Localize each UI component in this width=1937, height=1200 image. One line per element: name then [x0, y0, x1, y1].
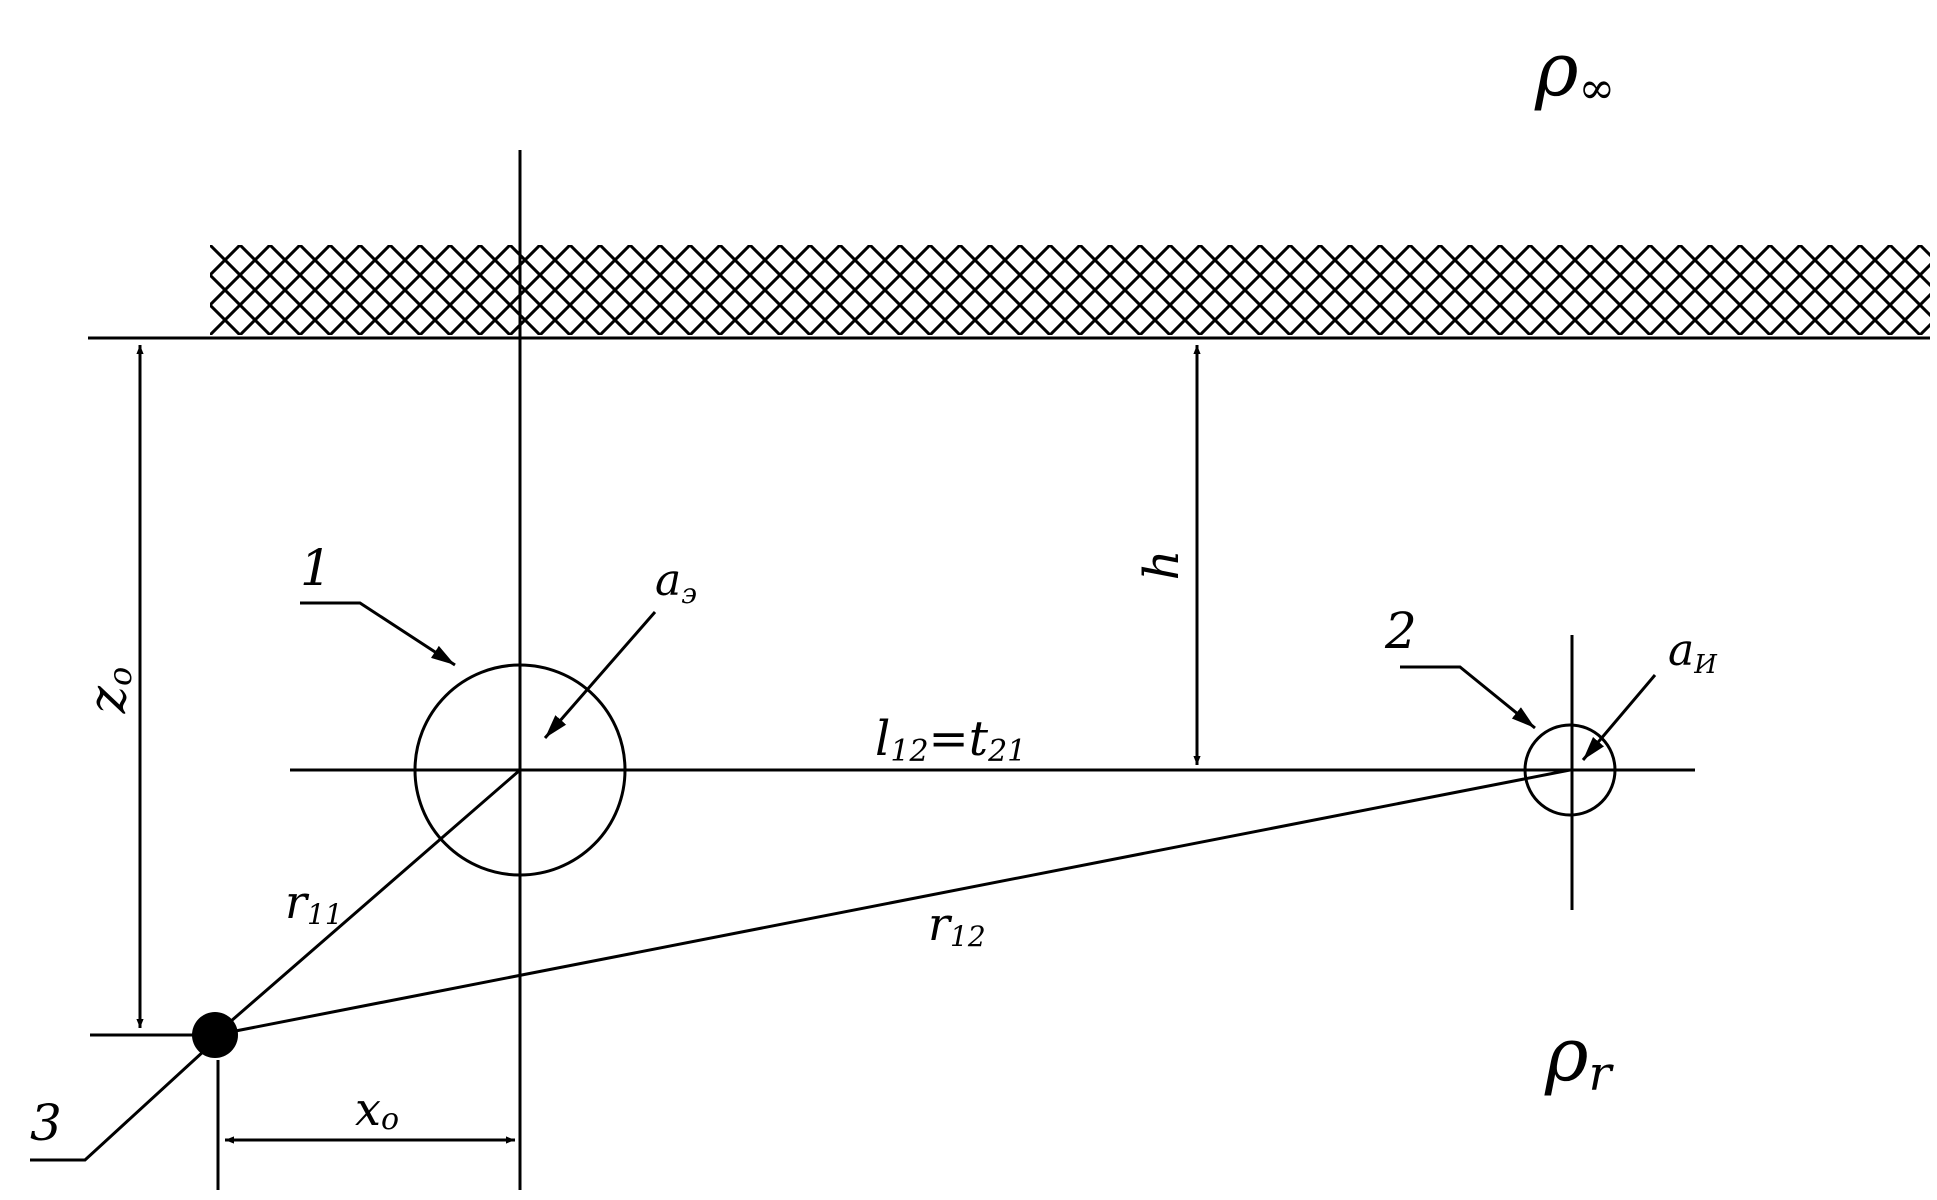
leader-3: [30, 1048, 207, 1162]
electrode-2-circle: [1523, 723, 1617, 817]
label-r11: r11: [285, 875, 343, 931]
r11-line: [214, 768, 521, 1037]
leader-1: [300, 601, 456, 667]
label-z0: zo: [78, 667, 139, 715]
label-l12-eq-t21: l12=t21: [875, 711, 1026, 769]
label-number-1: 1: [300, 539, 332, 597]
label-x0: xo: [355, 1082, 399, 1137]
electrode-1-circle: [413, 663, 627, 877]
label-h: h: [1134, 550, 1190, 581]
ground-hatching: [210, 245, 1930, 335]
label-a-e: aэ: [655, 555, 697, 610]
leader-2: [1400, 665, 1536, 730]
label-rho-r: ρr: [1544, 1012, 1615, 1102]
label-number-2: 2: [1384, 602, 1417, 660]
label-a-i: aИ: [1668, 625, 1718, 680]
leader-a-e: [543, 611, 657, 739]
label-rho-inf: ρ∞: [1534, 27, 1615, 114]
r12-line: [214, 768, 1571, 1037]
leader-a-i: [1581, 674, 1657, 761]
label-number-3: 3: [30, 1094, 62, 1152]
label-r12: r12: [928, 897, 986, 953]
